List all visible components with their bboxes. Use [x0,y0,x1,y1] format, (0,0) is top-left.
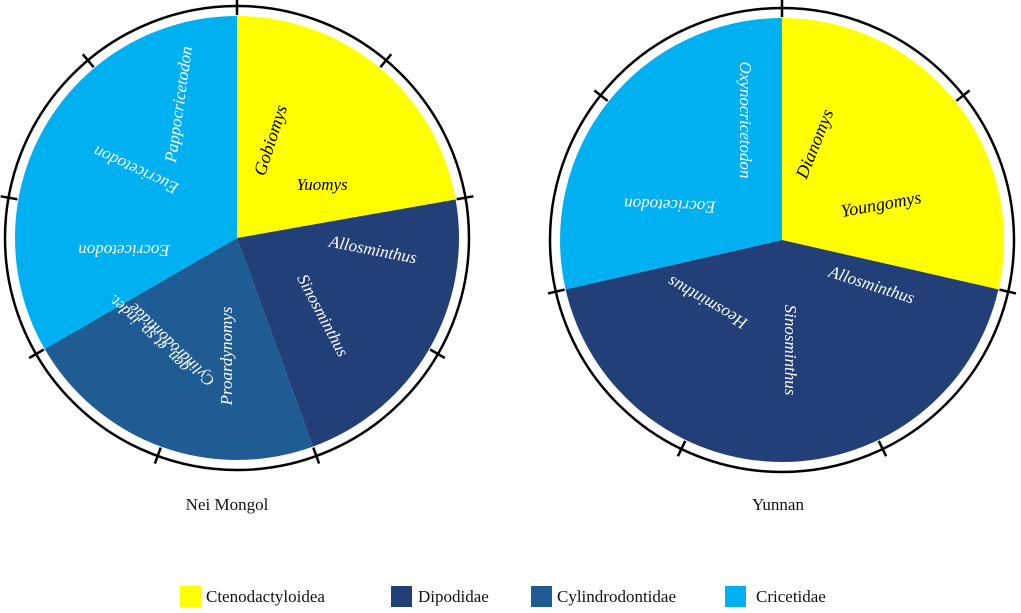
legend-label: Dipodidae [418,587,489,606]
legend-label: Cylindrodontidae [557,587,676,606]
ring-tick [547,288,565,295]
legend-swatch [180,586,201,607]
legend-swatch [531,586,552,607]
slice-label-sinosminthus: Sinosminthus [781,305,800,396]
ring-tick [999,288,1017,295]
pie-slice-cricetidae [14,16,237,349]
pie-slices [14,16,460,460]
pie-slice-dipodidae [565,240,999,462]
ring-ticks [0,0,474,464]
legend-label: Ctenodactyloidea [206,587,325,606]
ring-tick [312,447,321,464]
ring-tick [28,348,45,360]
pie-slice-cricetidae [560,18,782,290]
legend-item-cricetidae: Cricetidae [725,586,826,607]
slice-label-eocricetodon: Eocricetodon [624,194,717,216]
chart-caption-yunnan: Yunnan [752,495,804,514]
legend-swatch [391,586,412,607]
legend: Ctenodactyloidea Dipodidae Cylindrodonti… [180,586,826,607]
legend-swatch [725,586,746,607]
slice-label-proardynomys: Proardynomys [217,306,236,406]
legend-label: Cricetidae [756,587,826,606]
ring-tick [153,447,162,464]
pie-slice-ctenodactyloidea [237,16,456,238]
pie-chart-nei-mongol: Gobiomys Yuomys Allosminthus Sinosminthu… [0,0,474,514]
legend-item-cylindrodontidae: Cylindrodontidae [531,586,676,607]
ring-tick [877,440,888,457]
ring-tick [81,53,95,68]
ring-tick [429,348,446,360]
pie-slice-dipodidae [237,199,460,447]
ring-tick [676,440,687,457]
legend-item-ctenodactyloidea: Ctenodactyloidea [180,586,325,607]
pie-slice-ctenodactyloidea [782,18,1004,290]
slice-label-eocricetodon: Eocricetodon [78,241,171,260]
ring-tick [379,53,393,68]
slice-label-yuomys: Yuomys [296,175,348,194]
pie-slices [560,18,1004,462]
ring-tick [456,195,474,201]
slice-label-oxynocricetodon: Oxynocricetodon [736,61,755,178]
ring-tick [955,89,971,102]
pie-chart-yunnan: Dianomys Youngomys Allosminthus Sinosmin… [547,0,1017,514]
legend-item-dipodidae: Dipodidae [391,586,489,607]
ring-tick [593,89,609,102]
chart-caption-nei-mongol: Nei Mongol [186,495,269,514]
ring-ticks [547,0,1017,457]
ring-tick [0,195,18,201]
pie-slice-cylindrodontidae [44,238,313,460]
